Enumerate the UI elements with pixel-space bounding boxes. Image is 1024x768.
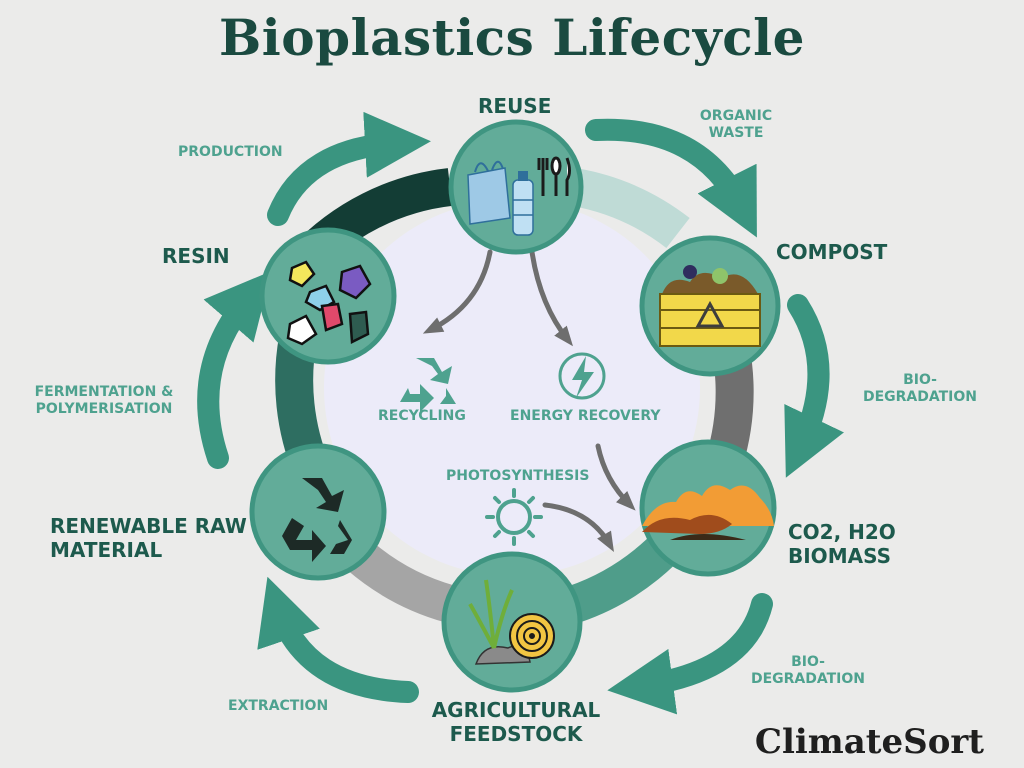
fermentation-arrow	[197, 270, 272, 469]
reuse-label: REUSE	[478, 94, 552, 118]
biomass-node	[639, 439, 777, 577]
fermentation-label: FERMENTATION & POLYMERISATION	[34, 384, 174, 417]
photosynthesis-label: PHOTOSYNTHESIS	[446, 468, 590, 484]
log-icon	[509, 613, 555, 659]
biodegradation-label-lower: BIO-DEGRADATION	[750, 654, 866, 687]
production-arrow	[267, 111, 431, 226]
water-bottle-icon	[512, 171, 534, 236]
resin-label: RESIN	[162, 244, 230, 268]
recycling-label: RECYCLING	[378, 408, 466, 424]
extraction-label: EXTRACTION	[228, 698, 329, 714]
energy-recovery-label: ENERGY RECOVERY	[510, 408, 661, 424]
cycle-arrows	[197, 111, 844, 715]
compost-label: COMPOST	[776, 240, 888, 264]
brand-logo: ClimateSort	[754, 722, 984, 762]
resin-node	[259, 227, 397, 365]
lightning-icon	[558, 352, 606, 400]
photosynthesis-arrow	[542, 502, 614, 552]
compost-node	[639, 235, 781, 377]
recycle-icon	[282, 478, 352, 562]
feedstock-node	[441, 551, 583, 693]
recycling-icon	[400, 358, 456, 412]
organic-waste-arrow	[585, 118, 757, 238]
renewable-label: RENEWABLE RAW MATERIAL	[50, 514, 247, 562]
plastic-bag-icon	[467, 160, 511, 225]
organic-waste-label: ORGANIC WASTE	[699, 108, 773, 141]
recycle-triangle-icon	[695, 300, 725, 328]
biomass-to-photosynthesis-arrow	[595, 443, 636, 511]
inner-arrows	[422, 249, 636, 552]
energy-arrow	[529, 249, 573, 347]
feedstock-label: AGRICULTURAL FEEDSTOCK	[431, 698, 601, 746]
sun-icon	[485, 488, 543, 546]
cutlery-icon	[537, 156, 571, 196]
biodegradation-arrow-upper	[784, 294, 844, 478]
extraction-arrow	[257, 576, 419, 703]
recycling-arrow	[422, 249, 493, 334]
biodegradation-label-upper: BIO-DEGRADATION	[862, 372, 978, 405]
resin-pellets-icon	[286, 260, 372, 346]
renewable-node	[249, 443, 387, 581]
production-label: PRODUCTION	[178, 144, 283, 160]
page-title: Bioplastics Lifecycle	[219, 8, 805, 67]
reuse-node	[448, 119, 584, 255]
biomass-label: CO2, H2O BIOMASS	[788, 520, 896, 568]
biodegradation-arrow-lower	[607, 593, 773, 715]
inner-circle	[324, 200, 700, 576]
